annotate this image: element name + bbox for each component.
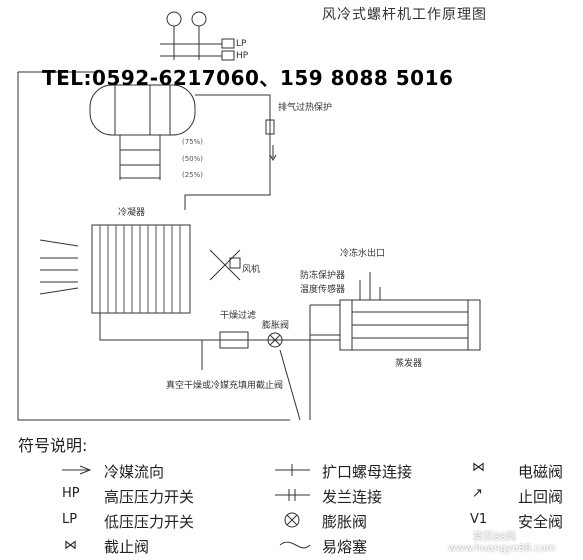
condenser-coil <box>91 224 191 314</box>
legend-text-safety: 安全阀 <box>518 513 564 531</box>
dry-filter <box>219 331 249 349</box>
lp-label: LP <box>236 39 247 49</box>
label-antifreeze: 防冻保护器 <box>300 271 346 281</box>
legend-text-check: 止回阀 <box>518 488 564 506</box>
legend-symbol-check: ↗ <box>472 486 483 501</box>
compressor-vessel <box>89 84 196 136</box>
pct-75: (75%) <box>182 138 204 146</box>
legend-text-flow: 冷媒流向 <box>104 463 165 481</box>
diagram-title: 风冷式螺杆机工作原理图 <box>322 7 487 23</box>
legend-text-hp: 高压压力开关 <box>104 488 195 506</box>
label-water-outlet: 冷冻水出口 <box>340 249 386 259</box>
fan-blades <box>209 249 241 281</box>
lp-switch <box>221 38 235 49</box>
evaporator-shell <box>339 299 481 351</box>
contact-phone: TEL:0592-6217060、159 8088 5016 <box>42 66 454 90</box>
legend-symbol-hp: HP <box>62 486 80 501</box>
pct-25: (25%) <box>182 171 204 179</box>
pct-50: (50%) <box>182 155 204 163</box>
legend-symbol-solenoid: ⋈ <box>472 460 485 475</box>
label-vacuum-note: 真空干燥或冷媒充填用截止阀 <box>166 381 284 391</box>
label-expansion-valve: 膨胀阀 <box>262 321 290 331</box>
exhaust-protector <box>265 119 275 135</box>
label-condenser: 冷凝器 <box>118 208 146 218</box>
legend-text-expansion: 膨胀阀 <box>322 513 368 531</box>
pressure-gauge-1 <box>166 11 182 27</box>
legend-symbol-safety: V1 <box>470 512 488 527</box>
label-temp-sensor: 温度传感器 <box>300 285 346 295</box>
label-dry-filter: 干燥过滤 <box>220 311 257 321</box>
legend-text-lp: 低压压力开关 <box>104 513 195 531</box>
label-evaporator: 蒸发器 <box>395 359 423 369</box>
fan-motor <box>229 257 241 269</box>
legend-symbol-stop-valve: ⋈ <box>64 538 77 553</box>
hp-label: HP <box>236 51 249 61</box>
legend-heading: 符号说明: <box>18 436 88 455</box>
return-pipe <box>17 72 290 421</box>
legend-text-flange: 发兰连接 <box>322 488 383 506</box>
label-fan: 风机 <box>242 265 261 275</box>
label-exhaust-protect: 排气过热保护 <box>278 103 333 113</box>
legend-text-solenoid: 电磁阀 <box>518 463 564 481</box>
legend-text-stop-valve: 截止阀 <box>104 538 150 556</box>
watermark-site: 黄页88网 <box>473 532 516 543</box>
legend-text-flare: 扩口螺母连接 <box>322 463 413 481</box>
watermark-url: www.huangye88.com <box>448 543 556 554</box>
legend-text-fusible: 易熔塞 <box>322 538 368 556</box>
legend-symbol-lp: LP <box>62 512 78 527</box>
hp-switch <box>221 50 235 61</box>
pressure-gauge-2 <box>191 11 207 27</box>
